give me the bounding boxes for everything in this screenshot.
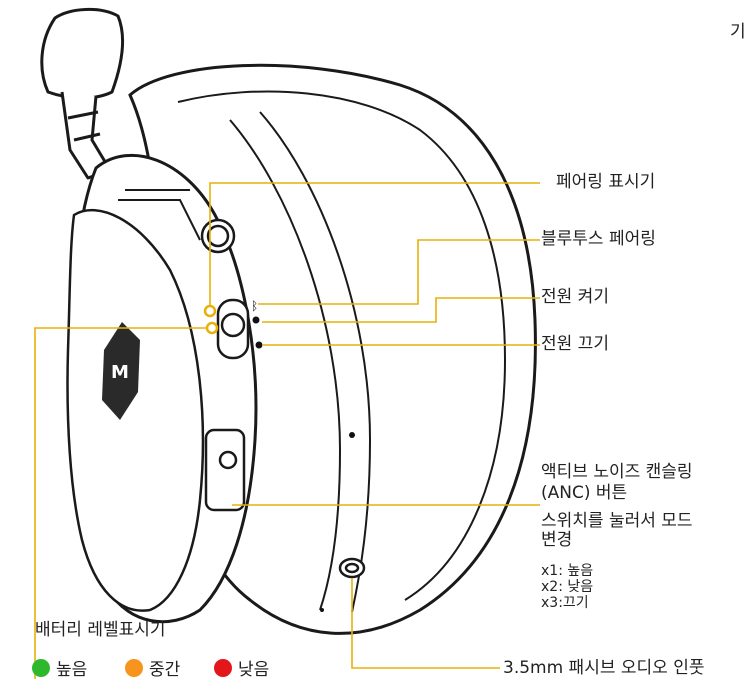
green-dot-icon (32, 658, 50, 677)
legend-label-medium: 중간 (149, 660, 181, 680)
svg-text:M: M (111, 362, 129, 383)
label-power-off: 전원 끄기 (541, 334, 609, 354)
label-press-x1: x1: 높음 (541, 563, 594, 579)
legend-item-low: 낮음 (214, 655, 269, 680)
legend-label-low: 낮음 (238, 660, 270, 680)
mic-hole (349, 432, 355, 438)
label-switch-mode-line1: 스위치를 눌러서 모드 (541, 511, 693, 531)
label-anc-button-line1: 액티브 노이즈 캔슬링 (541, 462, 693, 482)
label-pairing-indicator: 페어링 표시기 (556, 172, 656, 192)
boom-mic (40, 7, 125, 180)
power-off-dot (255, 341, 263, 349)
callout-lines (34, 182, 540, 679)
legend-item-high: 높음 (32, 655, 87, 680)
battery-led-icon (205, 321, 219, 335)
label-anc-button-line2: (ANC) 버튼 (541, 483, 628, 503)
callout-pairing-indicator (209, 182, 540, 306)
battery-legend: 높음 중간 낮음 (0, 655, 752, 680)
reset-hole (320, 608, 324, 612)
label-press-x2: x2: 낮음 (541, 579, 594, 595)
label-switch-mode-line2: 변경 (541, 530, 573, 550)
label-bluetooth-pairing: 블루투스 페어링 (541, 229, 656, 249)
legend-item-medium: 중간 (125, 655, 180, 680)
label-power-on: 전원 켜기 (541, 287, 609, 307)
logo-badge: M (102, 322, 140, 420)
callout-audio-input (351, 578, 500, 669)
pairing-led-icon (203, 304, 217, 318)
callout-battery-indicator (34, 327, 208, 679)
callout-power-on (262, 297, 540, 323)
label-audio-input: 3.5mm 패시브 오디오 인풋 (503, 658, 705, 678)
callout-bluetooth-pairing (258, 239, 540, 305)
top-right-fragment: 기 (730, 22, 746, 42)
label-press-x3: x3:끄기 (541, 595, 589, 611)
red-dot-icon (214, 658, 232, 677)
power-on-dot (252, 316, 260, 324)
orange-dot-icon (125, 658, 143, 677)
legend-label-high: 높음 (56, 660, 88, 680)
label-battery-indicator: 배터리 레벨표시기 (35, 620, 166, 640)
bluetooth-icon: ᛒ (251, 299, 258, 313)
